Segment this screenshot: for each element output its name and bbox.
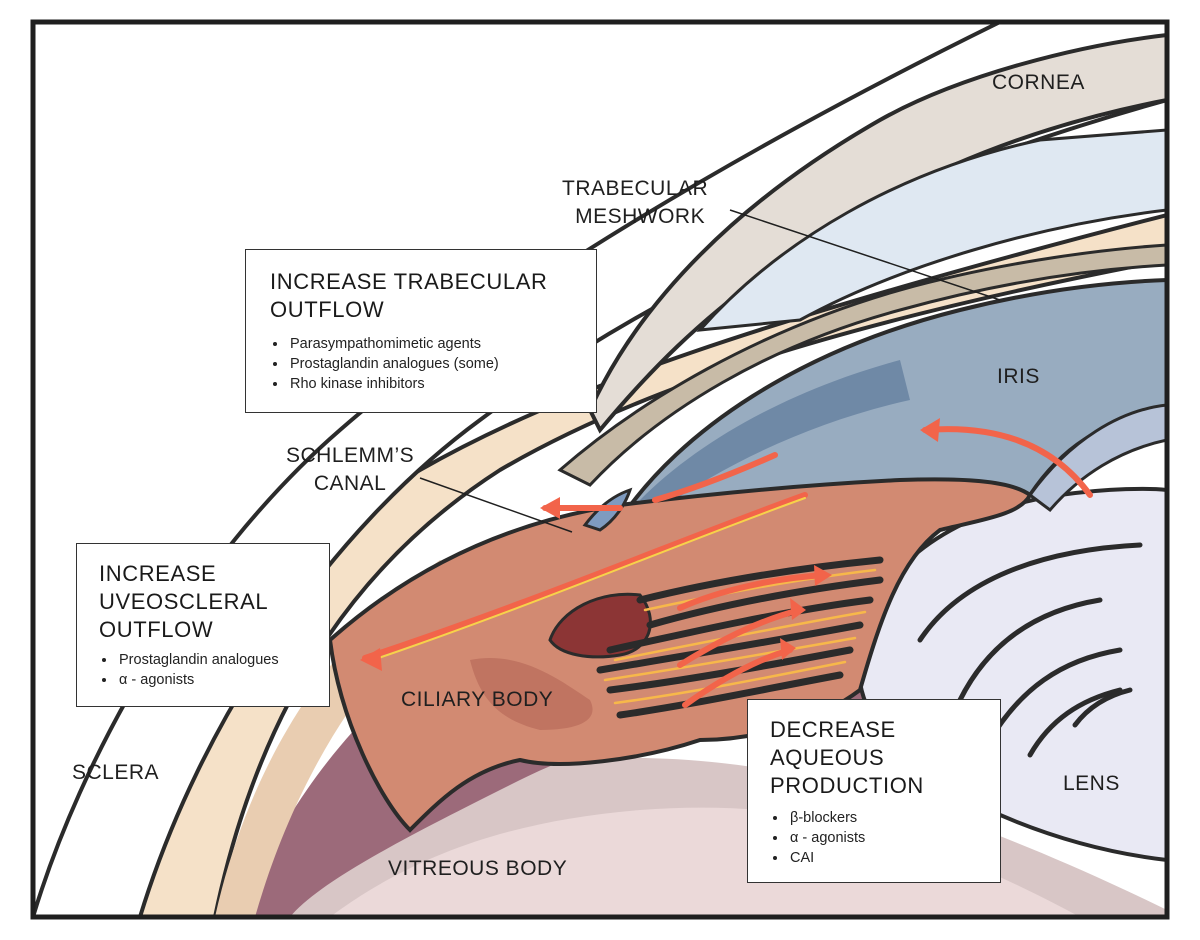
schlemms-canal-label-line-2: CANAL [313,472,387,495]
aqueous-production-title-line-1: DECREASE [770,717,896,742]
ciliary-processes [596,556,884,719]
list-item: Prostaglandin analogues (some) [288,354,572,374]
aqueous-production-title-line-3: PRODUCTION [770,773,924,798]
flow-arrows [362,426,1093,708]
list-item: Rho kinase inhibitors [288,374,572,394]
schlemms-canal-label: SCHLEMM’S CANAL [286,442,414,498]
ciliary-body-label: CILIARY BODY [401,688,554,711]
trabecular-outflow-title-line-1: INCREASE TRABECULAR [270,269,548,294]
aqueous-production-title-line-2: AQUEOUS [770,745,885,770]
ciliary-highlights [603,568,877,705]
list-item: CAI [788,848,978,868]
sclera-label: SCLERA [72,761,160,784]
cornea-label: CORNEA [992,71,1085,94]
arrow-trabecular-flow [652,452,778,503]
list-item: α - agonists [788,828,978,848]
vitreous-inner [330,807,1080,917]
trabecular-meshwork-label: TRABECULAR MESHWORK [562,175,708,231]
lens-fibers [917,542,1143,758]
trabecular-outflow-list: Parasympathomimetic agents Prostaglandin… [270,334,572,394]
uveoscleral-outflow-box: INCREASE UVEOSCLERAL OUTFLOW Prostagland… [76,543,330,707]
trabecular-meshwork-label-line-2: MESHWORK [575,205,706,228]
trabecular-outflow-box: INCREASE TRABECULAR OUTFLOW Parasympatho… [245,249,597,413]
trabecular-meshwork-label-line-1: TRABECULAR [562,177,709,200]
arrow-uveoscleral-highlight [369,497,806,662]
iris-label: IRIS [997,365,1040,388]
uveoscleral-outflow-title-line-3: OUTFLOW [99,617,214,642]
ciliary-shadow [470,658,593,730]
list-item: α - agonists [117,670,307,690]
uveoscleral-outflow-title-line-1: INCREASE [99,561,217,586]
trabecular-outflow-title: INCREASE TRABECULAR OUTFLOW [270,268,572,324]
arrow-uveoscleral-flow [362,492,808,661]
sclera-tan-layer [215,560,470,917]
list-item: Parasympathomimetic agents [288,334,572,354]
schlemms-canal-label-line-1: SCHLEMM’S [286,444,415,467]
diagram-frame [30,19,1170,920]
arrow-production-2 [677,607,803,668]
iris-dark-layer [640,360,910,510]
cornea-inner [696,128,1167,332]
lens-label: LENS [1063,772,1120,795]
aqueous-production-title: DECREASE AQUEOUS PRODUCTION [770,716,978,800]
uveoscleral-outflow-list: Prostaglandin analogues α - agonists [99,650,307,690]
aqueous-production-box: DECREASE AQUEOUS PRODUCTION β-blockers α… [747,699,1001,883]
uveoscleral-outflow-title: INCREASE UVEOSCLERAL OUTFLOW [99,560,307,644]
trabecular-meshwork-band [557,243,1167,487]
list-item: β-blockers [788,808,978,828]
arrow-production-3 [682,647,793,708]
trabecular-leader-line [729,209,1001,301]
uveoscleral-outflow-title-line-2: UVEOSCLERAL [99,589,269,614]
arrow-production-1 [677,572,828,611]
vitreous-body-label: VITREOUS BODY [388,857,568,880]
arrow-heads [360,418,940,671]
schlemms-leader-line [419,477,573,533]
arrow-iris-flow [922,426,1093,498]
trabecular-outflow-title-line-2: OUTFLOW [270,297,385,322]
aqueous-production-list: β-blockers α - agonists CAI [770,808,978,868]
list-item: Prostaglandin analogues [117,650,307,670]
